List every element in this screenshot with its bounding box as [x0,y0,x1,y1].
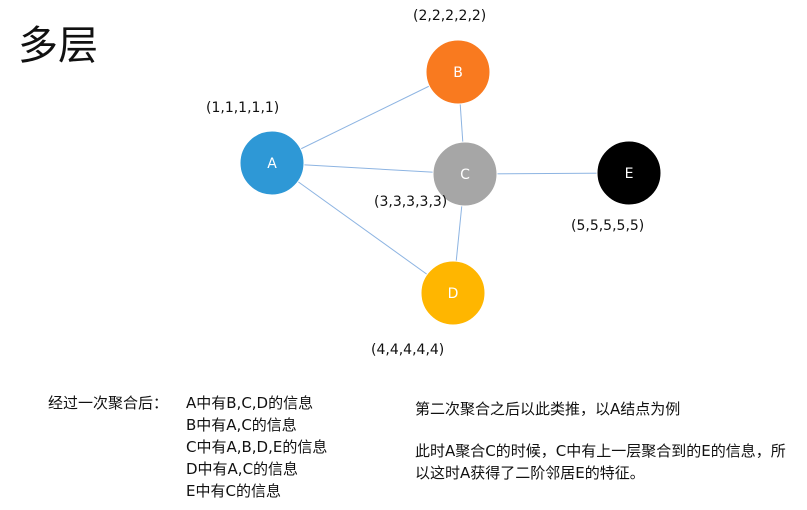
summary-line: A中有B,C,D的信息 [186,394,314,412]
node-c-vector: (3,3,3,3,3) [374,194,448,210]
node-a: A [239,130,305,196]
summary-line: B中有A,C的信息 [186,416,297,434]
node-e-vector: (5,5,5,5,5) [571,218,645,234]
node-d-circle [420,260,486,326]
node-group: A B C D E [239,39,662,326]
node-d: D [420,260,486,326]
node-c-circle [432,141,498,207]
node-a-vector: (1,1,1,1,1) [206,100,280,116]
summary-lines: A中有B,C,D的信息 B中有A,C的信息 C中有A,B,D,E的信息 D中有A… [186,392,327,502]
edge-a-b [271,71,459,164]
node-a-label: A [267,156,277,172]
node-b-vector: (2,2,2,2,2) [413,8,487,24]
node-e: E [596,140,662,206]
node-a-circle [239,130,305,196]
summary-line: D中有A,C的信息 [186,460,299,478]
node-b-label: B [453,65,463,81]
node-b-circle [425,39,491,105]
second-aggregation-paragraph: 此时A聚合C的时候，C中有上一层聚合到的E的信息，所以这时A获得了二阶邻居E的特… [415,442,786,482]
edge-a-d [271,162,454,294]
summary-heading: 经过一次聚合后： [48,394,169,412]
second-aggregation-line: 第二次聚合之后以此类推，以A结点为例 [415,400,681,418]
graph-diagram: A B C D E [239,39,662,326]
summary-line: C中有A,B,D,E的信息 [186,438,328,456]
summary-line: E中有C的信息 [186,482,281,500]
node-d-vector: (4,4,4,4,4) [371,342,445,358]
page-title: 多层 [18,23,98,69]
node-e-label: E [625,166,634,182]
node-c-label: C [460,167,470,183]
node-b: B [425,39,491,105]
node-e-circle [596,140,662,206]
node-d-label: D [448,286,459,302]
node-c: C [432,141,498,207]
